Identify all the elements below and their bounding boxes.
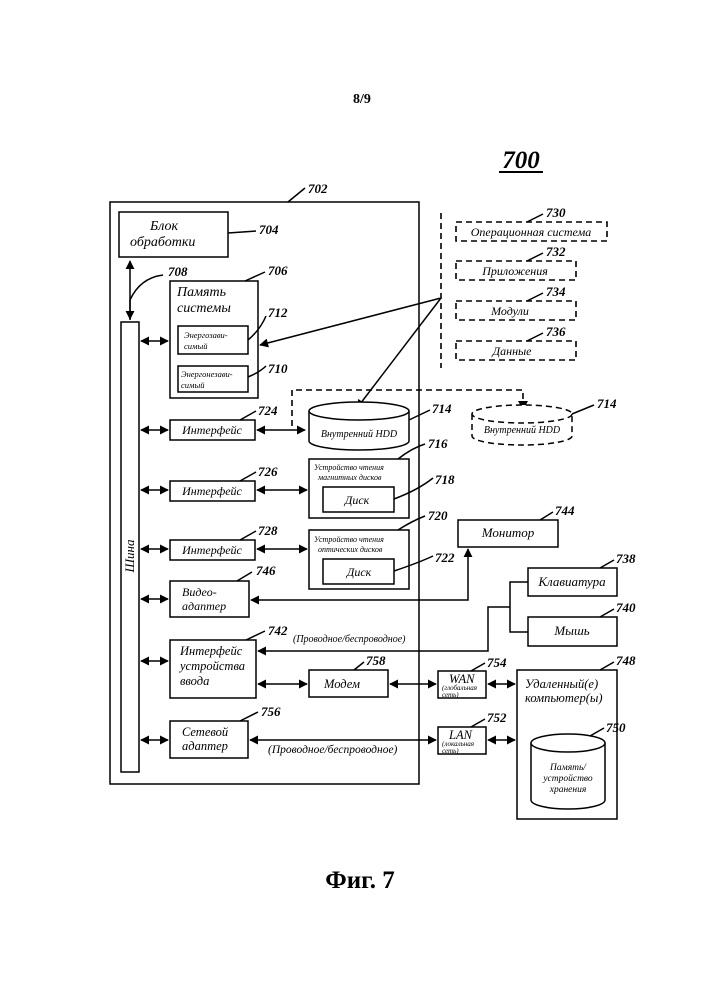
external-hdd-ref: 714 (597, 396, 617, 411)
remote-storage-line1: Память/ (549, 763, 587, 773)
magnetic-drive-line2: магнитных дисков (317, 473, 382, 482)
interface-728-label: Интерфейс (181, 543, 242, 557)
optical-disk-label: Диск (346, 565, 372, 579)
system-memory-line1: Память (176, 285, 226, 300)
video-adapter-line1: Видео- (182, 585, 217, 599)
processing-unit-line2: обработки (130, 235, 195, 250)
data-label: Данные (492, 344, 533, 358)
remote-storage-line2: устройство (542, 773, 593, 784)
bus-label: Шина (122, 539, 137, 574)
applications-leader (527, 253, 543, 261)
remote-storage-ref: 750 (606, 720, 626, 735)
data-ref: 736 (546, 324, 566, 339)
mouse-leader (600, 609, 614, 617)
page-number: 8/9 (353, 92, 371, 107)
wired-wireless-bottom: (Проводное/беспроводное) (268, 744, 398, 756)
interface-724-label: Интерфейс (181, 423, 242, 437)
lan-leader (471, 719, 485, 727)
optical-drive-line2: оптических дисков (318, 545, 383, 554)
remote-computers-leader (600, 662, 614, 670)
system-memory-ref: 706 (268, 263, 288, 278)
interface-724-ref: 724 (258, 403, 278, 418)
modem-ref: 758 (366, 653, 386, 668)
bus-ref: 708 (168, 264, 188, 279)
optical-drive-line1: Устройство чтения (314, 535, 384, 544)
wan-ref: 754 (487, 655, 507, 670)
input-interface-ref: 742 (268, 623, 288, 638)
mouse-label: Мышь (553, 623, 589, 638)
optical-disk-ref: 722 (435, 550, 455, 565)
system-memory-line2: системы (177, 301, 231, 316)
keyboard-ref: 738 (616, 551, 636, 566)
video-adapter-line2: адаптер (182, 599, 226, 613)
lan-ref: 752 (487, 710, 507, 725)
figure-caption: Фиг. 7 (325, 867, 394, 894)
remote-computers-ref: 748 (616, 653, 636, 668)
nonvolatile-memory-line2: симый (181, 380, 205, 390)
remote-computers-line2: компьютер(ы) (525, 691, 603, 705)
interface-728-ref: 728 (258, 523, 278, 538)
keyboard-label: Клавиатура (537, 574, 606, 589)
remote-computers-line1: Удаленный(е) (525, 677, 598, 691)
input-devices-bracket (510, 582, 528, 632)
volatile-memory-line2: симый (184, 341, 208, 351)
os-leader (527, 214, 543, 222)
magnetic-disk-ref: 718 (435, 472, 455, 487)
os-label: Операционная система (471, 225, 591, 239)
network-adapter-line2: адаптер (182, 739, 228, 753)
nonvolatile-memory-line1: Энергонезави- (181, 369, 233, 379)
optical-drive-ref: 720 (428, 508, 448, 523)
internal-hdd (309, 402, 409, 450)
network-adapter-line1: Сетевой (182, 725, 229, 739)
network-adapter-ref: 756 (261, 704, 281, 719)
processing-unit-line1: Блок (149, 219, 179, 234)
nonvolatile-memory-ref: 710 (268, 361, 288, 376)
wan-sub2: сеть) (442, 691, 459, 699)
input-interface-line3: ввода (180, 674, 209, 688)
remote-storage-line3: хранения (549, 785, 587, 795)
volatile-memory-line1: Энергозави- (184, 330, 228, 340)
mouse-ref: 740 (616, 600, 636, 615)
input-interface-line1: Интерфейс (179, 644, 243, 658)
computer-ref: 702 (308, 181, 328, 196)
external-hdd-leader (572, 405, 594, 414)
volatile-memory-ref: 712 (268, 305, 288, 320)
interface-726-label: Интерфейс (181, 484, 242, 498)
external-hdd-label: Внутренний HDD (484, 425, 561, 436)
modules-leader (527, 293, 543, 301)
computer-leader (288, 188, 305, 202)
applications-label: Приложения (481, 264, 548, 278)
os-ref: 730 (546, 205, 566, 220)
input-interface-line2: устройства (178, 659, 245, 673)
applications-ref: 732 (546, 244, 566, 259)
magnetic-drive-ref: 716 (428, 436, 448, 451)
figure-number: 700 (502, 147, 540, 174)
monitor-label: Монитор (481, 525, 535, 540)
processing-unit-ref: 704 (259, 222, 279, 237)
internal-hdd-ref: 714 (432, 401, 452, 416)
video-adapter-ref: 746 (256, 563, 276, 578)
keyboard-leader (600, 560, 614, 568)
wan-leader (471, 663, 485, 671)
monitor-ref: 744 (555, 503, 575, 518)
data-leader (527, 333, 543, 341)
modules-ref: 734 (546, 284, 566, 299)
modem-label: Модем (323, 677, 360, 691)
interface-726-ref: 726 (258, 464, 278, 479)
internal-hdd-label: Внутренний HDD (321, 429, 398, 440)
magnetic-drive-line1: Устройство чтения (314, 463, 384, 472)
monitor-leader (540, 512, 553, 520)
lan-sub2: сеть) (442, 747, 459, 755)
wired-wireless-top: (Проводное/беспроводное) (293, 634, 406, 645)
modules-label: Модули (490, 304, 529, 318)
magnetic-disk-label: Диск (344, 493, 370, 507)
